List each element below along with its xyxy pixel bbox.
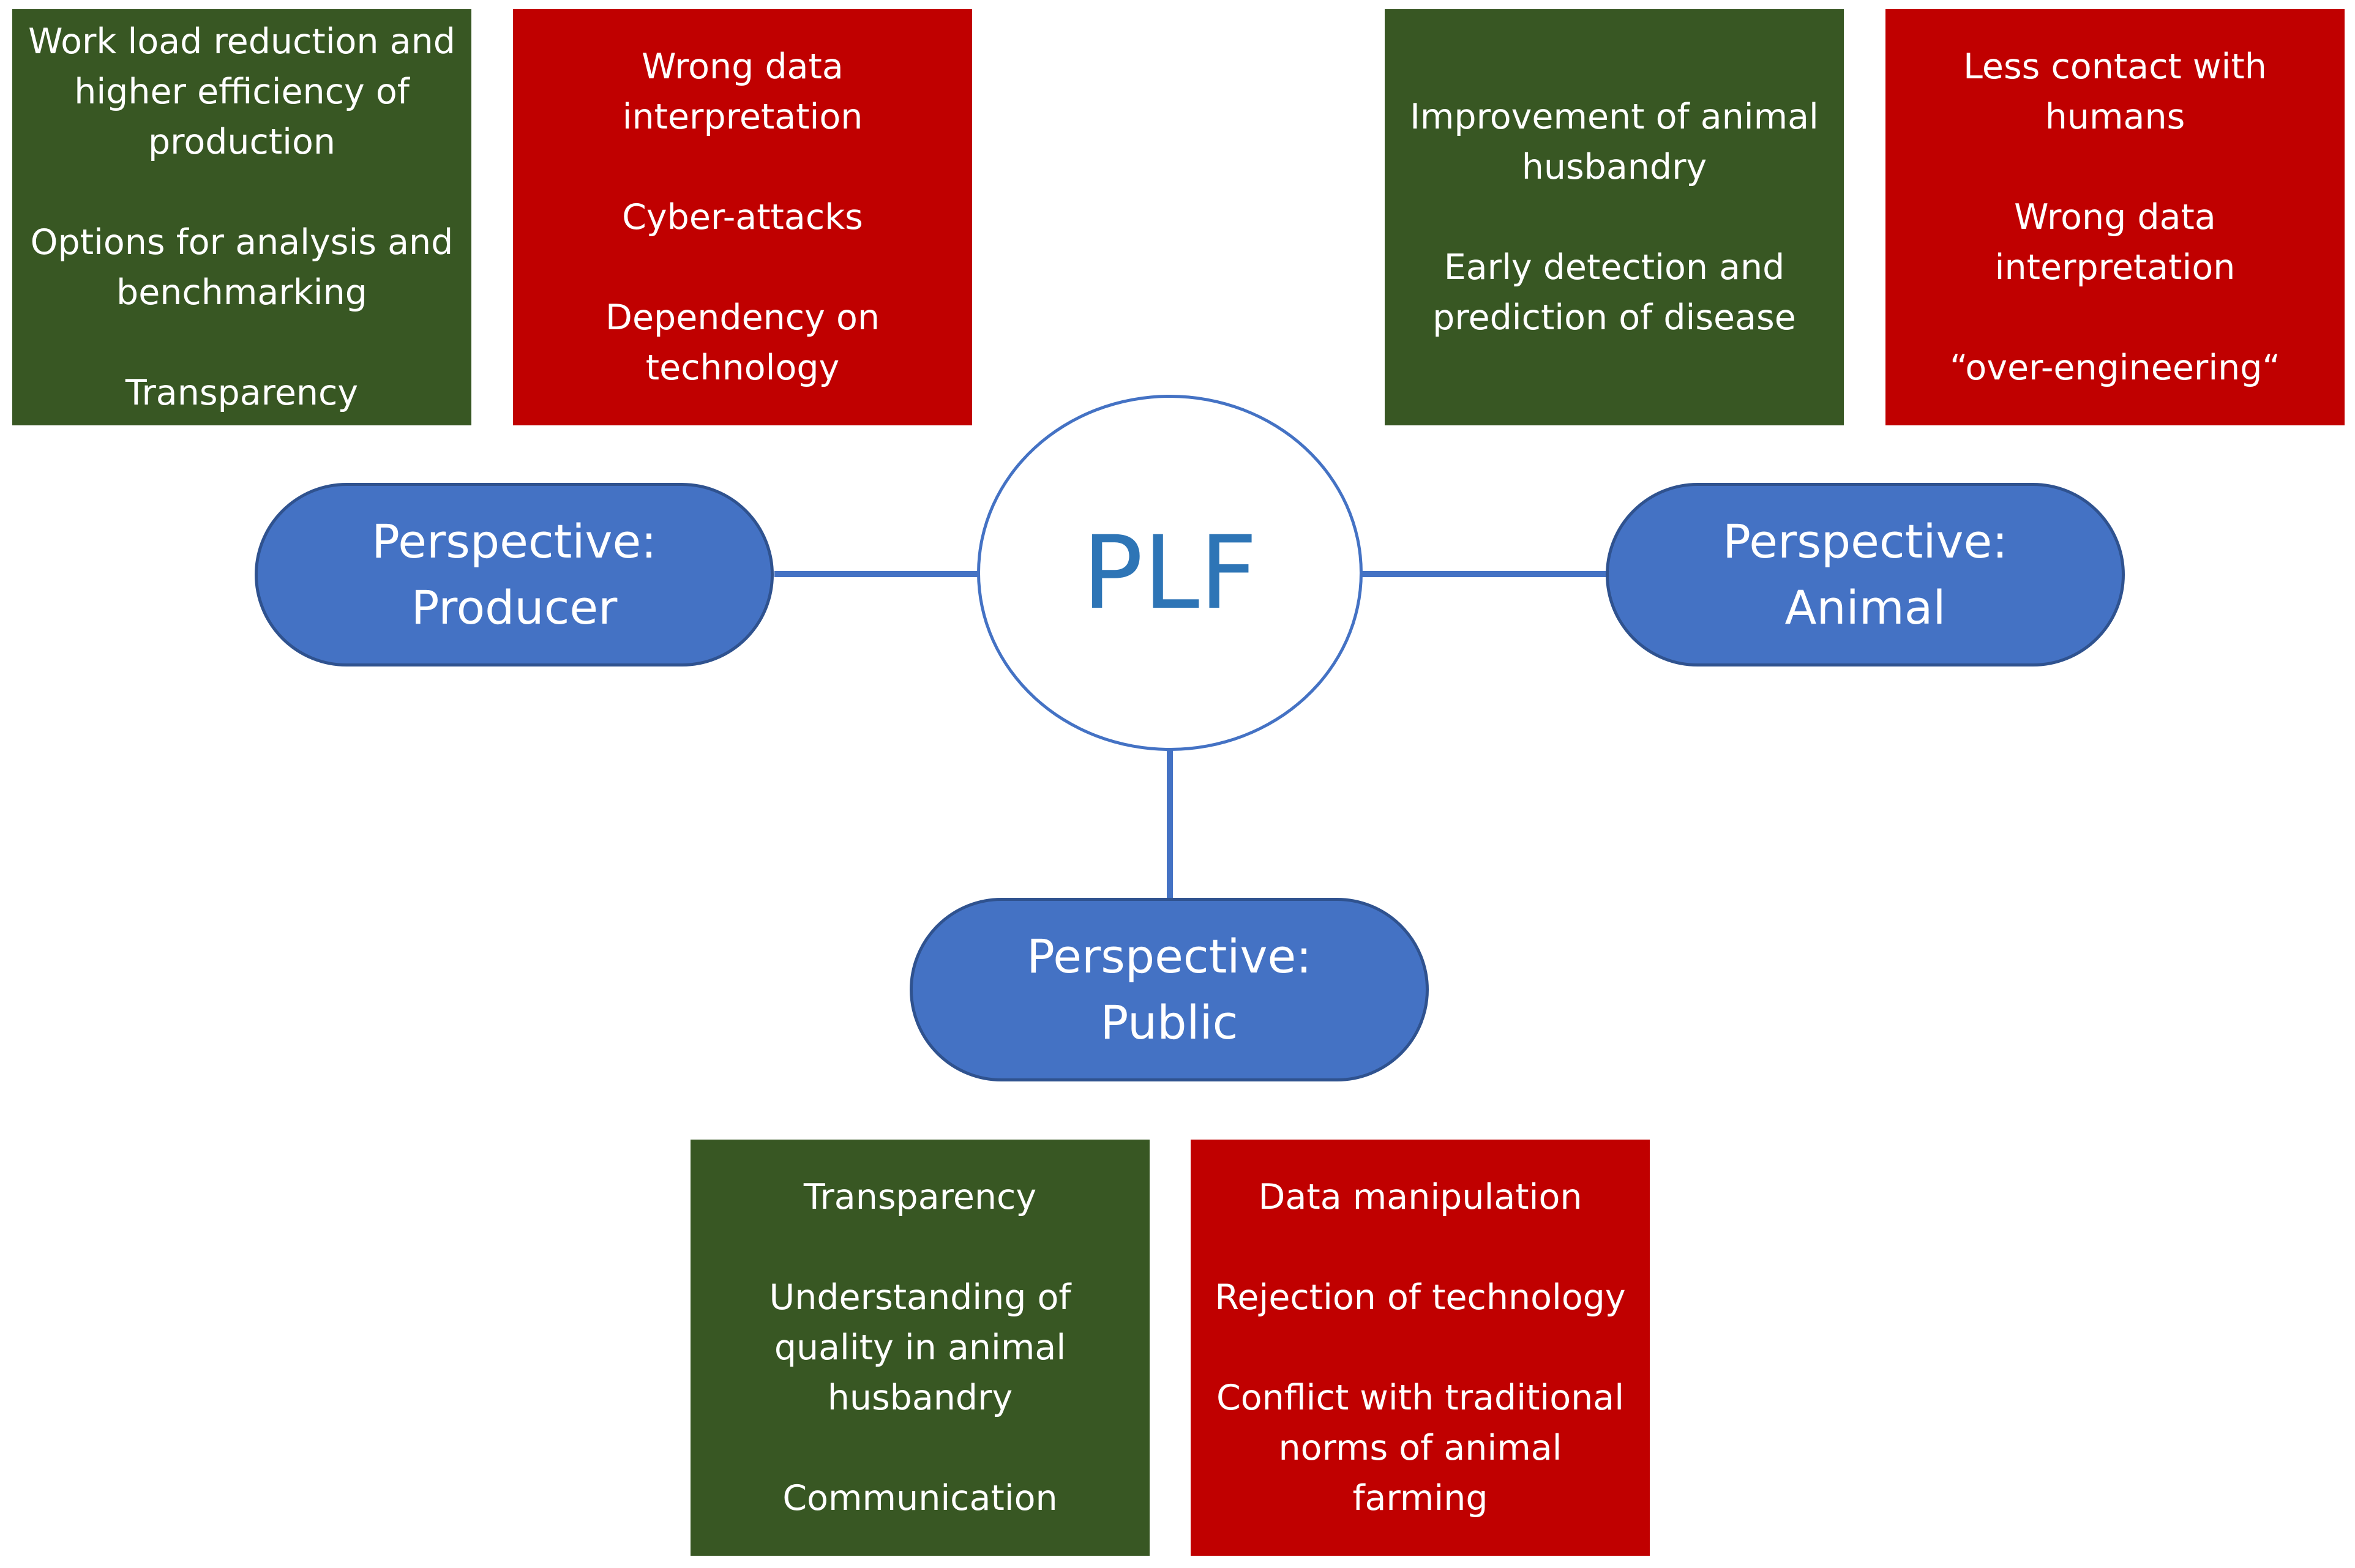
connector-animal [1360, 571, 1608, 577]
animal-benefit-2: Early detection and prediction of diseas… [1432, 247, 1796, 338]
animal-risk-2: Wrong data interpretation [1994, 197, 2236, 288]
perspective-animal-line2: Animal [1784, 580, 1946, 635]
perspective-public-line2: Public [1100, 995, 1238, 1050]
animal-risk-1: Less contact with humans [1963, 47, 2267, 137]
producer-benefit-2: Options for analysis and benchmarking [30, 222, 454, 313]
public-risk-1: Data manipulation [1258, 1177, 1582, 1217]
public-benefit-1: Transparency [803, 1177, 1037, 1217]
perspective-producer-line2: Producer [411, 580, 618, 635]
perspective-animal: Perspective: Animal [1606, 483, 2125, 666]
animal-benefit-1: Improvement of animal husbandry [1410, 97, 1819, 187]
producer-risk-1: Wrong data interpretation [622, 47, 863, 137]
public-benefit-3: Communication [782, 1478, 1058, 1518]
public-risk-3: Conflict with traditional norms of anima… [1216, 1378, 1625, 1518]
connector-public [1167, 748, 1173, 901]
producer-benefits-box: Work load reduction and higher efficienc… [12, 9, 471, 425]
producer-risk-2: Cyber-attacks [622, 197, 863, 237]
public-risks-box: Data manipulation Rejection of technolog… [1191, 1140, 1650, 1556]
producer-risk-3: Dependency on technology [605, 297, 880, 388]
animal-risks-box: Less contact with humans Wrong data inte… [1885, 9, 2345, 425]
perspective-public-line1: Perspective: [1027, 929, 1312, 984]
perspective-producer: Perspective: Producer [255, 483, 774, 666]
producer-benefit-3: Transparency [125, 373, 359, 413]
plf-hub: PLF [977, 395, 1363, 751]
producer-benefit-1: Work load reduction and higher efficienc… [28, 21, 455, 162]
perspective-producer-line1: Perspective: [372, 514, 657, 569]
public-risk-2: Rejection of technology [1215, 1277, 1626, 1318]
animal-benefits-box: Improvement of animal husbandry Early de… [1385, 9, 1844, 425]
perspective-public: Perspective: Public [910, 898, 1429, 1081]
perspective-animal-line1: Perspective: [1723, 514, 2008, 569]
plf-hub-label: PLF [1082, 514, 1258, 632]
animal-risk-3: “over-engineering“ [1950, 348, 2280, 388]
public-benefits-box: Transparency Understanding of quality in… [691, 1140, 1150, 1556]
public-benefit-2: Understanding of quality in animal husba… [769, 1277, 1071, 1418]
connector-producer [774, 571, 979, 577]
producer-risks-box: Wrong data interpretation Cyber-attacks … [513, 9, 972, 425]
